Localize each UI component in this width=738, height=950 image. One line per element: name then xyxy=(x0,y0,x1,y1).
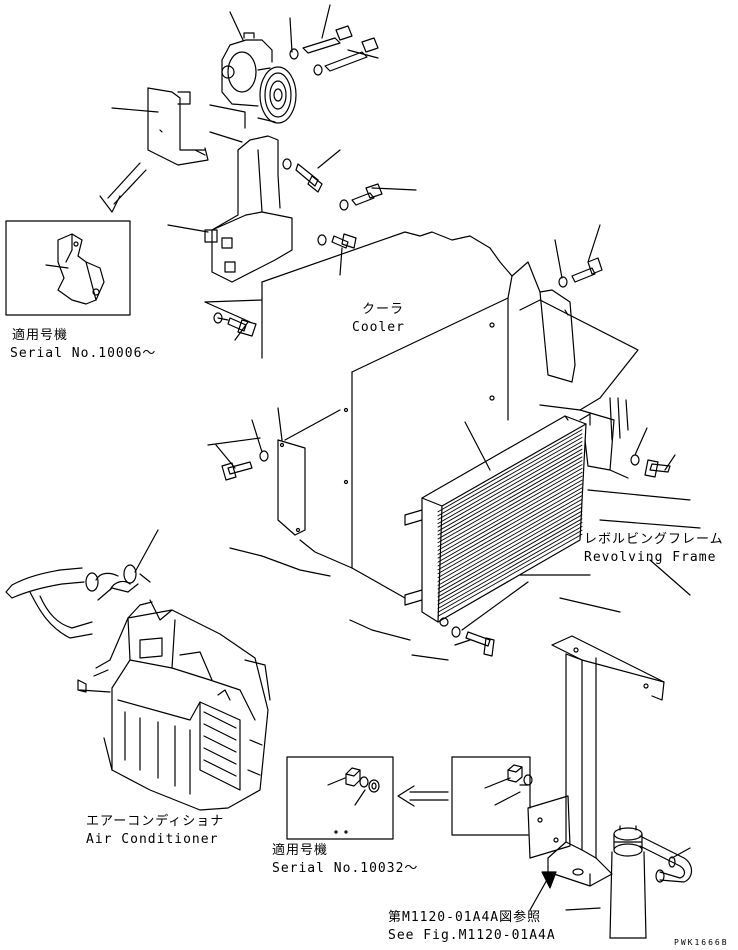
serial-10006-en-label: Serial No.10006～ xyxy=(10,346,157,361)
revolving-frame-jp-label: レボルビングフレーム xyxy=(584,532,724,547)
see-fig-en-label: See Fig.M1120-01A4A xyxy=(388,928,556,943)
condenser-fin xyxy=(438,484,582,570)
cooler-jp-label: クーラ xyxy=(362,302,405,317)
condenser-fin xyxy=(438,437,582,523)
compressor-bracket xyxy=(148,88,292,282)
serial-10032-en-label: Serial No.10032～ xyxy=(272,861,419,876)
air-conditioner-jp-label: エアーコンディショナ xyxy=(86,814,225,829)
condenser-fin xyxy=(438,461,582,547)
condenser-fin xyxy=(438,445,582,531)
inset-arrow-upper xyxy=(100,163,146,212)
see-fig-jp-label: 第M1120-01A4A図参照 xyxy=(388,910,542,925)
condenser-fin xyxy=(438,515,582,601)
condenser-fin xyxy=(438,530,582,616)
compressor xyxy=(222,33,296,123)
condenser-core xyxy=(405,414,590,656)
air-conditioner-unit xyxy=(6,565,270,810)
inset-arrow-lower xyxy=(398,786,448,806)
serial-10032-jp-label: 適用号機 xyxy=(272,843,329,858)
cooler-en-label: Cooler xyxy=(352,320,405,335)
cooler-frame xyxy=(205,232,700,660)
condenser-fin xyxy=(438,523,582,609)
condenser-fin xyxy=(438,499,582,585)
leader-lines xyxy=(46,5,690,910)
drawing-code-label: PWK1666B xyxy=(674,938,729,947)
condenser-fin xyxy=(438,476,582,562)
condenser-fin xyxy=(438,492,582,578)
inset-box-10032-target xyxy=(452,757,532,835)
serial-10006-jp-label: 適用号機 xyxy=(12,328,69,343)
condenser-fin xyxy=(438,453,582,539)
condenser-fin xyxy=(438,430,582,516)
bolts-upper xyxy=(214,26,382,336)
condenser-fin xyxy=(438,507,582,593)
inset-box-10032 xyxy=(287,757,393,839)
receiver-bracket xyxy=(528,636,664,886)
condenser-fin xyxy=(438,468,582,554)
inset-box-10006 xyxy=(6,221,130,315)
see-fig-arrow xyxy=(530,872,556,910)
receiver-dryer xyxy=(610,826,692,938)
air-conditioner-en-label: Air Conditioner xyxy=(86,832,219,847)
revolving-frame-en-label: Revolving Frame xyxy=(584,550,717,565)
